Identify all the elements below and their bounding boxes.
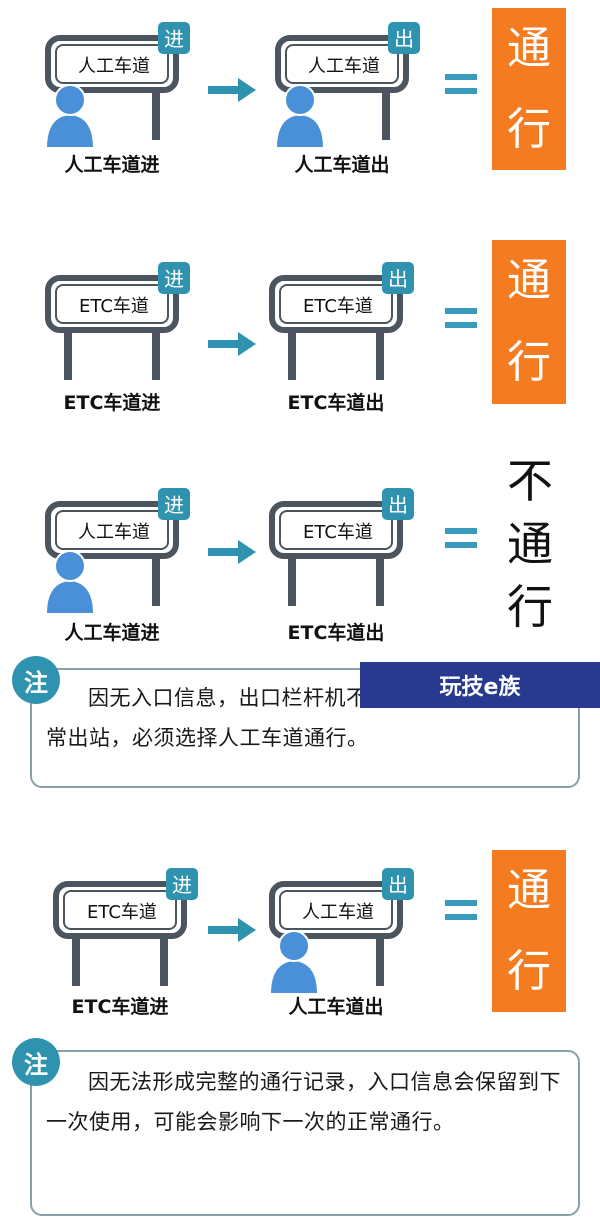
sign-tag (166, 868, 198, 900)
watermark-logo: 玩技e族 (360, 662, 600, 708)
attendant-person-icon (274, 84, 326, 148)
sign-board: 人工车道出 (275, 22, 420, 140)
sign-post (64, 318, 72, 380)
sign-caption: ETC车道出 (287, 392, 385, 414)
sign-tag-label: 进 (172, 873, 192, 897)
sign-tag (158, 262, 190, 294)
sign-board: ETC车道出 (269, 488, 414, 606)
sign-lane-label: 人工车道 (78, 522, 150, 543)
result-char: 通 (507, 255, 551, 306)
sign-inner (279, 284, 393, 324)
sign-post (288, 318, 296, 380)
sign-post (152, 318, 160, 380)
sign-post (152, 544, 160, 606)
sign-inner (63, 890, 177, 930)
arrow-right-icon (208, 918, 256, 942)
sign-lane-label: ETC车道 (79, 296, 149, 317)
sign-tag-label: 进 (164, 27, 184, 51)
note-text: 因无法形成完整的通行记录，入口信息会保留到下一次使用，可能会影响下一次的正常通行… (46, 1070, 561, 1134)
sign-tag-label: 进 (164, 493, 184, 517)
sign-lane-label: 人工车道 (308, 56, 380, 77)
exit-lane-sign: ETC车道出 (269, 488, 414, 606)
result-char: 通 (507, 517, 553, 571)
exit-lane-sign: ETC车道出 (269, 262, 414, 380)
sign-board: ETC车道出 (269, 262, 414, 380)
sign-post (382, 78, 390, 140)
sign-tag-label: 出 (388, 873, 408, 897)
sign-tag (382, 488, 414, 520)
result-char: 行 (507, 103, 551, 155)
sign-caption: 人工车道进 (64, 154, 160, 176)
sign-tag-label: 出 (388, 267, 408, 291)
equals-sign (445, 528, 477, 548)
sign-caption: ETC车道出 (287, 622, 385, 644)
sign-tag (158, 488, 190, 520)
sign-post (160, 924, 168, 986)
sign-tag (388, 22, 420, 54)
sign-caption: 人工车道出 (288, 996, 384, 1018)
result-label: 通行 (492, 240, 566, 404)
sign-tag (382, 262, 414, 294)
sign-inner (279, 890, 393, 930)
sign-post (376, 318, 384, 380)
sign-lane-label: ETC车道 (303, 522, 373, 543)
sign-post (288, 544, 296, 606)
attendant-person-icon (44, 84, 96, 148)
attendant-person-icon (44, 550, 96, 614)
result-char: 行 (507, 337, 551, 388)
sign-inner (55, 510, 169, 550)
sign-lane-label: 人工车道 (78, 56, 150, 77)
sign-caption: ETC车道进 (63, 392, 161, 414)
sign-caption: 人工车道进 (64, 622, 160, 644)
sign-tag-label: 出 (394, 27, 414, 51)
sign-inner (55, 44, 169, 84)
sign-board: 人工车道出 (269, 868, 414, 986)
sign-tag (382, 868, 414, 900)
entry-lane-sign: ETC车道进 (53, 868, 198, 986)
sign-post (376, 924, 384, 986)
sign-post (72, 924, 80, 986)
sign-caption: 人工车道出 (294, 154, 390, 176)
entry-lane-sign: ETC车道进 (45, 262, 190, 380)
result-label: 通行 (492, 850, 566, 1012)
sign-tag-label: 出 (388, 493, 408, 517)
equals-sign (445, 308, 477, 328)
result-label: 通行 (492, 8, 566, 170)
sign-board: ETC车道进 (53, 868, 198, 986)
sign-lane-label: ETC车道 (87, 902, 157, 923)
sign-lane-label: ETC车道 (303, 296, 373, 317)
exit-lane-sign: 人工车道出 (268, 868, 414, 994)
note-badge: 注 (12, 656, 60, 704)
sign-inner (279, 510, 393, 550)
exit-lane-sign: 人工车道出 (274, 22, 420, 148)
arrow-right-icon (208, 332, 256, 356)
sign-board: 人工车道进 (45, 22, 190, 140)
sign-post (376, 544, 384, 606)
result-char: 通 (507, 22, 551, 74)
arrow-right-icon (208, 540, 256, 564)
result-char: 通 (507, 864, 551, 916)
sign-board: 人工车道进 (45, 488, 190, 606)
entry-lane-sign: 人工车道进 (44, 488, 190, 614)
sign-inner (285, 44, 399, 84)
sign-tag-label: 进 (164, 267, 184, 291)
note-badge: 注 (12, 1038, 60, 1086)
attendant-person-icon (268, 930, 320, 994)
sign-caption: ETC车道进 (71, 996, 169, 1018)
note-box (30, 1050, 580, 1216)
result-char: 行 (507, 580, 553, 634)
result-char: 不 (507, 454, 553, 508)
equals-sign (445, 74, 477, 94)
sign-post (152, 78, 160, 140)
sign-board: ETC车道进 (45, 262, 190, 380)
sign-inner (55, 284, 169, 324)
result-char: 行 (507, 945, 551, 997)
entry-lane-sign: 人工车道进 (44, 22, 190, 148)
result-label: 不通行 (500, 458, 560, 630)
sign-tag (158, 22, 190, 54)
equals-sign (445, 900, 477, 920)
arrow-right-icon (208, 78, 256, 102)
sign-lane-label: 人工车道 (302, 902, 374, 923)
